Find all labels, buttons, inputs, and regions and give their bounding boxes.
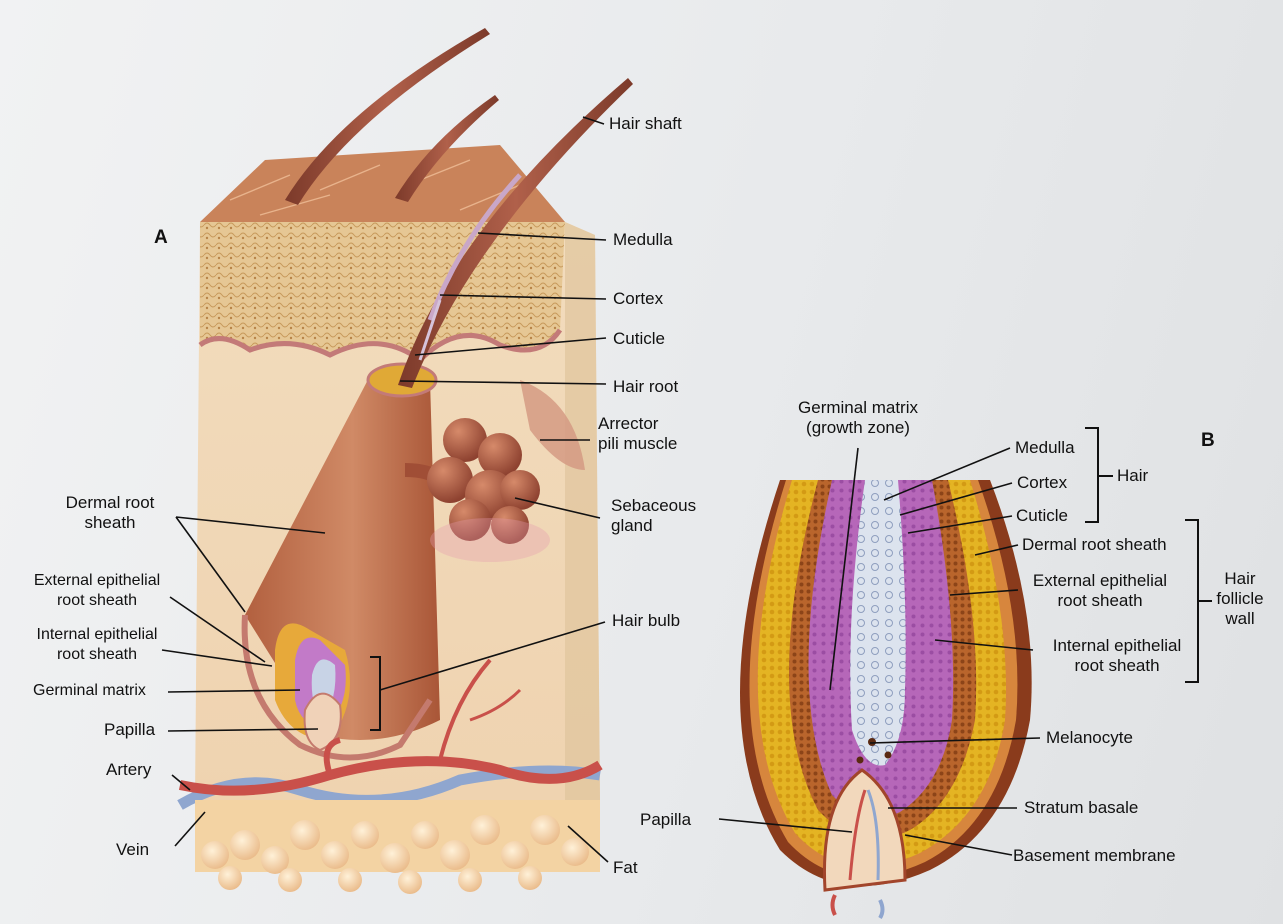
label-vein: Vein bbox=[116, 840, 149, 860]
label-external-epithelial-b: External epithelial root sheath bbox=[1016, 571, 1184, 611]
label-external-epithelial-a: External epithelial root sheath bbox=[17, 571, 177, 611]
label-papilla-a: Papilla bbox=[104, 720, 155, 740]
label-internal-epithelial-a: Internal epithelial root sheath bbox=[17, 625, 177, 665]
label-sebaceous-gland: Sebaceous gland bbox=[611, 496, 696, 536]
label-cuticle-b: Cuticle bbox=[1016, 506, 1068, 526]
label-stratum-basale: Stratum basale bbox=[1024, 798, 1138, 818]
label-internal-epithelial-b: Internal epithelial root sheath bbox=[1033, 636, 1201, 676]
label-germinal-matrix-a: Germinal matrix bbox=[33, 681, 146, 701]
panel-b-letter: B bbox=[1201, 430, 1215, 452]
label-germinal-matrix-b: Germinal matrix (growth zone) bbox=[778, 398, 938, 438]
panel-b-illustration bbox=[740, 480, 1032, 918]
panel-a-illustration bbox=[180, 28, 633, 894]
label-papilla-b: Papilla bbox=[640, 810, 691, 830]
panel-a-letter: A bbox=[154, 227, 168, 249]
label-cuticle-a: Cuticle bbox=[613, 329, 665, 349]
label-hair-root: Hair root bbox=[613, 377, 678, 397]
label-fat: Fat bbox=[613, 858, 638, 878]
label-cortex-b: Cortex bbox=[1017, 473, 1067, 493]
label-artery: Artery bbox=[106, 760, 151, 780]
label-hair-shaft: Hair shaft bbox=[609, 114, 682, 134]
label-dermal-root-sheath-a: Dermal root sheath bbox=[40, 493, 180, 533]
label-hair: Hair bbox=[1117, 466, 1148, 486]
label-cortex-a: Cortex bbox=[613, 289, 663, 309]
label-medulla-b: Medulla bbox=[1015, 438, 1075, 458]
label-hair-follicle-wall: Hair follicle wall bbox=[1215, 569, 1265, 629]
label-medulla-a: Medulla bbox=[613, 230, 673, 250]
label-basement-membrane: Basement membrane bbox=[1013, 846, 1176, 866]
label-dermal-root-sheath-b: Dermal root sheath bbox=[1022, 535, 1167, 555]
label-melanocyte: Melanocyte bbox=[1046, 728, 1133, 748]
label-arrector-pili: Arrector pili muscle bbox=[598, 414, 677, 454]
label-hair-bulb: Hair bulb bbox=[612, 611, 680, 631]
